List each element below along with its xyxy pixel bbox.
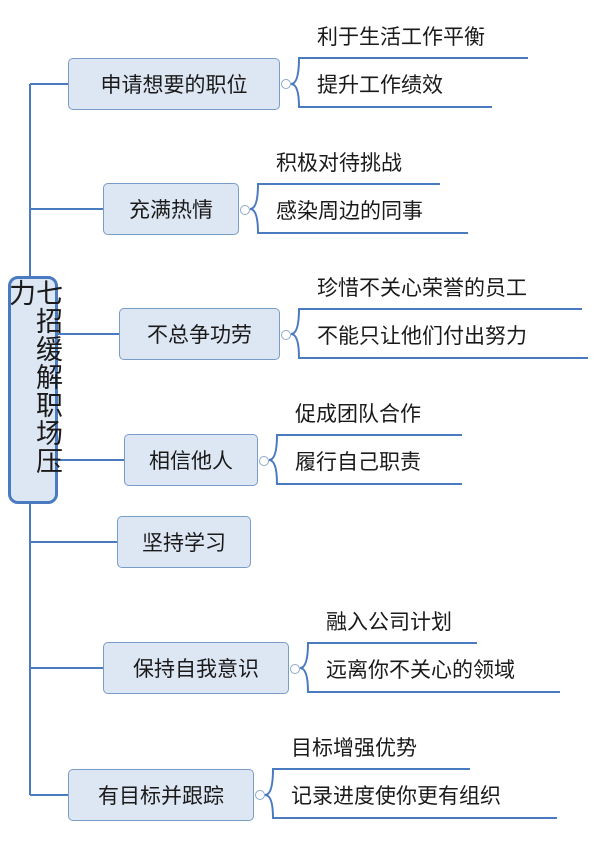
- leaf-topic[interactable]: 履行自己职责: [295, 450, 421, 474]
- leaf-bracket: [290, 308, 303, 335]
- leaf-topic[interactable]: 珍惜不关心荣誉的员工: [317, 276, 527, 300]
- branch-node-enthusiasm[interactable]: 充满热情: [103, 183, 239, 235]
- leaf-bracket: [268, 434, 281, 461]
- branch-node-apply-position[interactable]: 申请想要的职位: [68, 58, 280, 110]
- leaf-bracket: [299, 667, 312, 693]
- collapse-icon[interactable]: [281, 330, 291, 340]
- branch-label: 有目标并跟踪: [98, 784, 224, 808]
- leaf-topic[interactable]: 记录进度使你更有组织: [291, 784, 501, 808]
- leaf-bracket: [264, 794, 277, 819]
- branch-node-goals[interactable]: 有目标并跟踪: [68, 769, 254, 821]
- leaf-bracket: [299, 642, 312, 669]
- leaf-bracket: [290, 83, 303, 108]
- branch-node-learning[interactable]: 坚持学习: [117, 516, 251, 568]
- collapse-icon[interactable]: [281, 79, 291, 89]
- leaf-topic[interactable]: 利于生活工作平衡: [317, 25, 485, 49]
- branch-node-trust[interactable]: 相信他人: [124, 434, 258, 486]
- leaf-bracket: [249, 183, 262, 210]
- leaf-bracket: [264, 767, 277, 796]
- leaf-bracket: [290, 56, 303, 85]
- collapse-icon[interactable]: [255, 790, 265, 800]
- collapse-icon[interactable]: [290, 664, 300, 674]
- branch-label: 保持自我意识: [133, 657, 259, 681]
- collapse-icon[interactable]: [259, 456, 269, 466]
- branch-node-credit[interactable]: 不总争功劳: [119, 308, 280, 360]
- branch-label: 相信他人: [149, 449, 233, 473]
- collapse-icon[interactable]: [240, 205, 250, 215]
- root-label: 七招缓解职场压力: [4, 279, 62, 475]
- leaf-topic[interactable]: 目标增强优势: [291, 736, 417, 760]
- branch-label: 申请想要的职位: [100, 73, 248, 97]
- leaf-bracket: [249, 208, 262, 234]
- leaf-topic[interactable]: 提升工作绩效: [317, 73, 443, 97]
- branch-label: 充满热情: [129, 198, 213, 222]
- leaf-topic[interactable]: 感染周边的同事: [276, 199, 423, 223]
- branch-label: 坚持学习: [142, 531, 226, 555]
- leaf-topic[interactable]: 不能只让他们付出努力: [317, 324, 527, 348]
- leaf-bracket: [268, 459, 281, 486]
- leaf-topic[interactable]: 促成团队合作: [295, 402, 421, 426]
- leaf-topic[interactable]: 积极对待挑战: [276, 151, 402, 175]
- leaf-topic[interactable]: 融入公司计划: [326, 610, 452, 634]
- branch-label: 不总争功劳: [147, 323, 252, 347]
- root-node[interactable]: 七招缓解职场压力: [4, 276, 62, 504]
- leaf-topic[interactable]: 远离你不关心的领域: [326, 658, 515, 682]
- branch-node-self-awareness[interactable]: 保持自我意识: [103, 642, 289, 694]
- leaf-bracket: [290, 333, 303, 359]
